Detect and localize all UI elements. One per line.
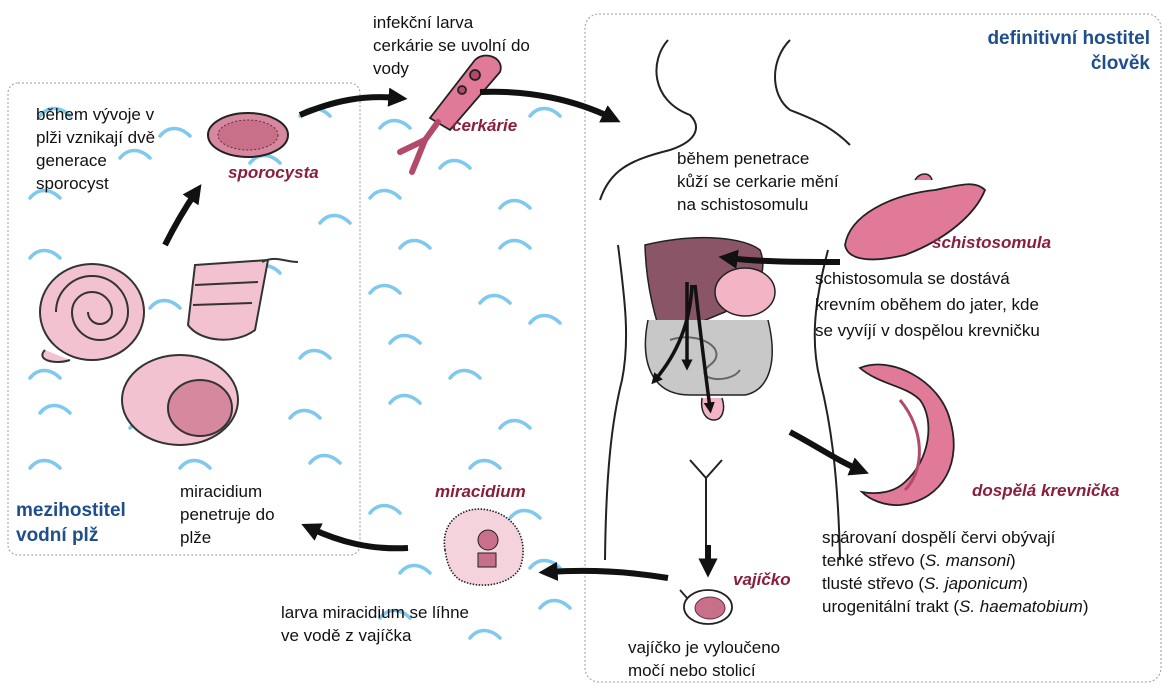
definitive-host-line2: člověk xyxy=(900,51,1150,76)
egg-illustration xyxy=(680,590,732,624)
note-line: vajíčko je vyloučeno xyxy=(628,636,780,659)
definitive-host-label: definitivní hostitel člověk xyxy=(900,26,1150,76)
note-line: ve vodě z vajíčka xyxy=(281,624,469,647)
species-name: S. japonicum xyxy=(924,574,1022,593)
species-name: S. mansoni xyxy=(925,551,1010,570)
cycle-arrow-egg-to-miracidium xyxy=(548,571,668,578)
note-egg-excreted: vajíčko je vyloučeno močí nebo stolicí xyxy=(628,636,780,682)
note-line-urogenital: urogenitální trakt (S. haematobium) xyxy=(822,595,1088,618)
stage-label-schistosomula: schistosomula xyxy=(932,233,1051,253)
site-text: tenké střevo ( xyxy=(822,551,925,570)
organs-illustration xyxy=(645,238,775,420)
site-text: ) xyxy=(1022,574,1028,593)
note-cercaria-release: infekční larva cerkárie se uvolní do vod… xyxy=(373,11,530,80)
adult-worm-illustration xyxy=(860,365,954,506)
note-line: generace xyxy=(36,149,155,172)
note-line: miracidium xyxy=(180,480,275,503)
miracidium-illustration xyxy=(444,509,523,585)
note-line: na schistosomulu xyxy=(677,193,839,216)
intermediate-host-line2: vodní plž xyxy=(16,523,126,548)
note-miracidium-penetrates: miracidium penetruje do plže xyxy=(180,480,275,549)
cycle-arrow-cercaria-to-human xyxy=(480,92,612,118)
note-line: infekční larva xyxy=(373,11,530,34)
site-text: urogenitální trakt ( xyxy=(822,597,959,616)
sporocyst-illustration xyxy=(208,113,288,157)
site-text: ) xyxy=(1010,551,1016,570)
site-text: ) xyxy=(1083,597,1089,616)
note-snail-development: během vývoje v plži vznikají dvě generac… xyxy=(36,103,155,195)
site-text: tlusté střevo ( xyxy=(822,574,924,593)
cycle-arrow-miracidium-to-snail xyxy=(310,528,408,548)
note-line: plži vznikají dvě xyxy=(36,126,155,149)
note-line: během vývoje v xyxy=(36,103,155,126)
note-line: sporocyst xyxy=(36,172,155,195)
cycle-arrow-snail-to-sporocyst xyxy=(165,192,196,245)
note-line: larva miracidium se líhne xyxy=(281,601,469,624)
note-line: spárovaní dospělí červi obývají xyxy=(822,526,1088,549)
intermediate-host-label: mezihostitel vodní plž xyxy=(16,498,126,548)
note-line: během penetrace xyxy=(677,147,839,170)
note-line: kůží se cerkarie mění xyxy=(677,170,839,193)
stage-label-miracidium: miracidium xyxy=(435,482,526,502)
stage-label-cercaria: cerkárie xyxy=(452,116,517,136)
note-penetration: během penetrace kůží se cerkarie mění na… xyxy=(677,147,839,216)
stage-label-sporocyst: sporocysta xyxy=(228,163,319,183)
stage-label-egg: vajíčko xyxy=(733,570,791,590)
species-name: S. haematobium xyxy=(959,597,1083,616)
cycle-arrow-to-adult xyxy=(790,432,860,470)
intermediate-host-line1: mezihostitel xyxy=(16,498,126,523)
stage-label-adult: dospělá krevnička xyxy=(972,481,1119,501)
note-adult-sites: spárovaní dospělí červi obývají tenké st… xyxy=(822,526,1088,618)
note-line: vody xyxy=(373,57,530,80)
note-hatch: larva miracidium se líhne ve vodě z vají… xyxy=(281,601,469,647)
note-to-liver: schistosomula se dostává krevním oběhem … xyxy=(815,266,1040,344)
snail-illustration xyxy=(40,259,298,445)
note-line: penetruje do xyxy=(180,503,275,526)
note-line-large-intestine: tlusté střevo (S. japonicum) xyxy=(822,572,1088,595)
note-line-small-intestine: tenké střevo (S. mansoni) xyxy=(822,549,1088,572)
cycle-arrow-schistosomula-to-liver xyxy=(728,258,840,262)
note-line: schistosomula se dostává xyxy=(815,266,1040,292)
cycle-arrow-sporocyst-to-cercaria xyxy=(300,97,398,115)
note-line: se vyvíjí v dospělou krevničku xyxy=(815,318,1040,344)
note-line: krevním oběhem do jater, kde xyxy=(815,292,1040,318)
note-line: plže xyxy=(180,526,275,549)
note-line: močí nebo stolicí xyxy=(628,659,780,682)
definitive-host-line1: definitivní hostitel xyxy=(900,26,1150,51)
note-line: cerkárie se uvolní do xyxy=(373,34,530,57)
